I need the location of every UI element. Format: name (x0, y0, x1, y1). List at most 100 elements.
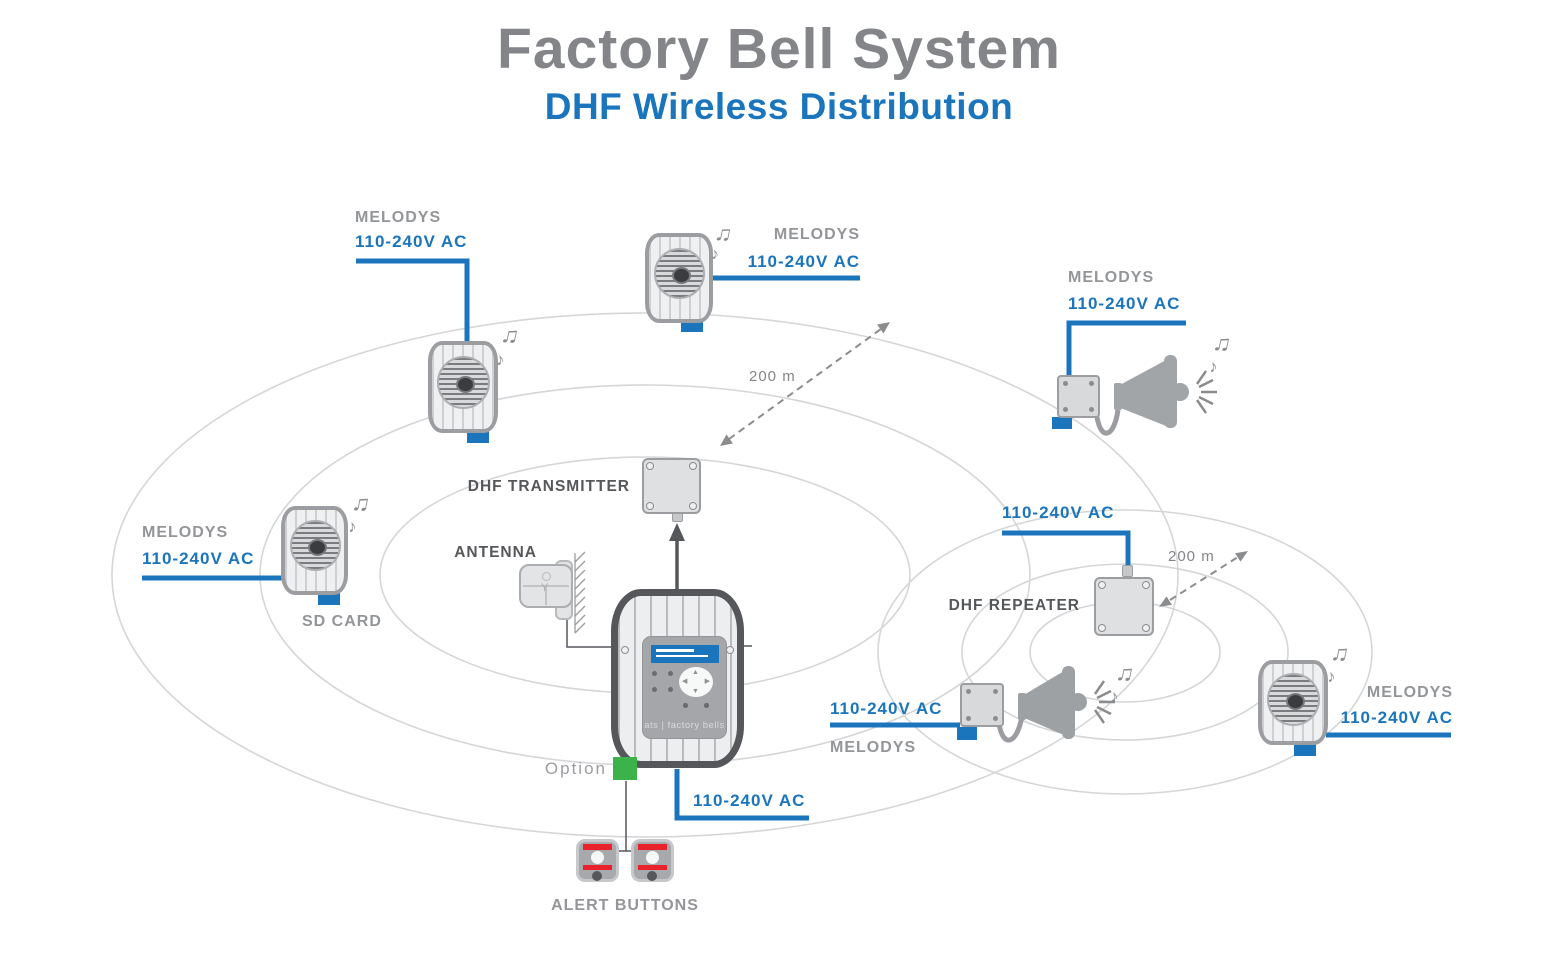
label-melodys: MELODYS (355, 209, 442, 226)
screw-icon (966, 716, 971, 721)
alert-button (631, 839, 674, 882)
label-antenna: ANTENNA (454, 544, 537, 561)
label-power: 110-240V AC (1002, 503, 1115, 522)
speaker-grille-icon (437, 356, 490, 409)
dpad-left-icon: ◀ (682, 678, 688, 685)
screw-icon (621, 646, 629, 654)
horn-bracket-box-bottom (960, 683, 1004, 727)
screw-icon (966, 689, 971, 694)
speaker-center-dot (456, 376, 475, 393)
alert-button-knob (591, 851, 604, 864)
alert-button-bar (583, 865, 612, 870)
melodys-speaker-right (1258, 660, 1328, 745)
screw-icon (1089, 407, 1094, 412)
screw-icon (993, 689, 998, 694)
repeater-connector (1122, 565, 1133, 577)
speaker-grille-icon (290, 520, 341, 571)
dpad-down-icon: ▼ (692, 688, 699, 695)
controller-button (668, 687, 673, 692)
label-melodys: MELODYS (1366, 684, 1453, 701)
controller-unit: ▲ ▼ ◀ ▶ ats | factory bells (611, 589, 744, 768)
signal-arrow-transmitter (669, 523, 685, 592)
range-arrow-repeater (1159, 551, 1248, 607)
header: Factory Bell System DHF Wireless Distrib… (0, 16, 1558, 128)
alert-button-bar (638, 865, 667, 870)
speaker-center-dot (672, 267, 691, 284)
label-option: Option (544, 759, 607, 778)
speaker-grille-icon (1267, 673, 1320, 726)
screw-icon (646, 462, 654, 470)
controller-screen (651, 645, 719, 663)
power-cables (142, 258, 1451, 821)
label-power: 110-240V AC (142, 549, 255, 568)
screw-icon (1142, 624, 1150, 632)
label-power: 110-240V AC (355, 232, 468, 251)
controller-button (683, 703, 688, 708)
alert-button-dot (592, 871, 602, 881)
dhf-transmitter-box (642, 458, 701, 514)
page-subtitle: DHF Wireless Distribution (544, 86, 1014, 127)
dpad-control: ▲ ▼ ◀ ▶ (679, 667, 713, 697)
power-connector (957, 727, 977, 740)
power-cable-horn-topright (1066, 320, 1186, 377)
label-dhf-transmitter: DHF TRANSMITTER (467, 478, 630, 495)
coverage-rings-repeater (877, 509, 1373, 795)
controller-button (652, 671, 657, 676)
sound-waves-icon (1195, 370, 1217, 414)
power-cable-repeater (1002, 530, 1131, 567)
label-melodys: MELODYS (773, 226, 860, 243)
label-alert-buttons: ALERT BUTTONS (551, 897, 699, 914)
controller-button (668, 671, 673, 676)
antenna-symbol-icon: Y (541, 582, 549, 594)
antenna-cable (566, 620, 618, 648)
label-power: 110-240V AC (693, 791, 806, 810)
label-melodys: MELODYS (1068, 269, 1155, 286)
label-power: 110-240V AC (1068, 294, 1181, 313)
melodys-speaker-sdcard (281, 506, 348, 595)
alert-buttons-cable (618, 781, 634, 852)
label-melodys: MELODYS (830, 739, 917, 756)
range-arrow-transmitter (720, 322, 890, 446)
screen-text-line (656, 649, 694, 652)
label-sd-card: SD CARD (302, 613, 382, 630)
alert-button-knob (646, 851, 659, 864)
screw-icon (646, 502, 654, 510)
alert-button-bar (638, 844, 667, 850)
screw-icon (1063, 381, 1068, 386)
brand-text: ats | factory bells (644, 720, 725, 731)
antenna-symbol-icon (542, 572, 551, 581)
screw-icon (1098, 581, 1106, 589)
page-title: Factory Bell System (497, 17, 1061, 81)
screw-icon (1089, 381, 1094, 386)
dpad-right-icon: ▶ (704, 678, 710, 685)
screw-icon (1063, 407, 1068, 412)
speaker-center-dot (1286, 693, 1305, 710)
horn-speaker-topright (1094, 355, 1217, 436)
controller-button (704, 703, 709, 708)
speaker-center-dot (308, 539, 327, 556)
screw-icon (689, 502, 697, 510)
screw-icon (689, 462, 697, 470)
screw-icon (1098, 624, 1106, 632)
alert-button (576, 839, 619, 882)
power-connector (1052, 417, 1072, 429)
screw-icon (993, 716, 998, 721)
horn-bracket-box-topright (1057, 375, 1100, 418)
speaker-grille-icon (654, 248, 705, 299)
label-dhf-repeater: DHF REPEATER (948, 597, 1080, 614)
controller-button (652, 687, 657, 692)
label-range-200m: 200 m (1168, 548, 1215, 565)
dpad-up-icon: ▲ (692, 669, 699, 676)
dhf-repeater-box (1094, 577, 1154, 636)
melodys-speaker-topleft (428, 341, 498, 433)
alert-button-bar (583, 844, 612, 850)
label-power: 110-240V AC (830, 699, 943, 718)
power-cable-speaker-topleft (356, 258, 470, 343)
wall-hatching (574, 551, 586, 634)
sound-waves-icon (1093, 680, 1115, 724)
screen-text-line (656, 655, 708, 657)
label-power: 110-240V AC (1340, 708, 1453, 727)
horn-speaker-bottom (996, 666, 1115, 743)
